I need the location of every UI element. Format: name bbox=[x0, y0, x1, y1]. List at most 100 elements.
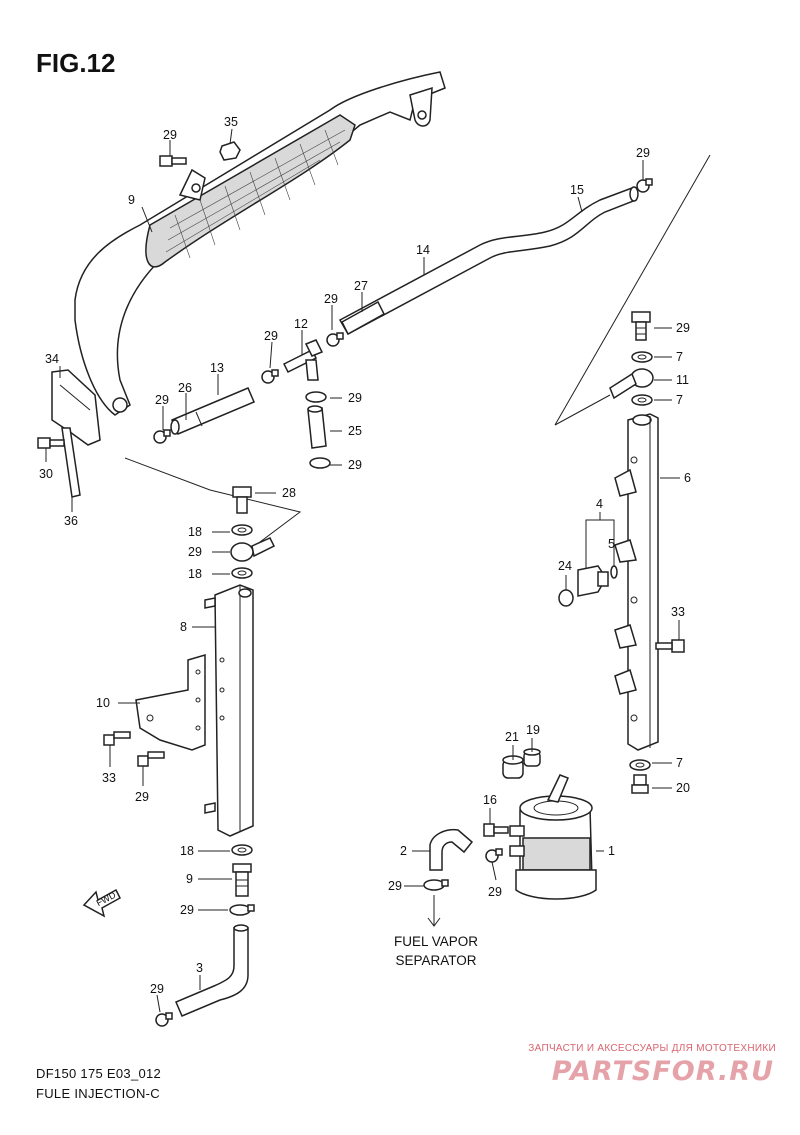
callout-29-g: 29 bbox=[180, 903, 194, 917]
watermark-brand: PARTSFOR.RU bbox=[551, 1056, 774, 1087]
washer-18-top[interactable] bbox=[231, 524, 253, 536]
callout-29-i: 29 bbox=[388, 879, 402, 893]
down-arrow-icon bbox=[427, 895, 441, 927]
bolt-30[interactable] bbox=[137, 751, 165, 767]
fuel-rail-right-6[interactable] bbox=[614, 413, 659, 751]
model-code: DF150 175 E03_012 bbox=[36, 1066, 162, 1081]
strap-part[interactable] bbox=[61, 427, 81, 498]
cover-bracket-part[interactable] bbox=[74, 71, 446, 416]
callout-29-f: 29 bbox=[348, 458, 362, 472]
reference-lines bbox=[124, 154, 711, 549]
callout-9: 9 bbox=[186, 872, 193, 886]
callout-29-b: 29 bbox=[264, 329, 278, 343]
clamp-29-h[interactable] bbox=[155, 1012, 173, 1027]
callout-13: 9 bbox=[128, 193, 135, 207]
washer-7-top[interactable] bbox=[631, 351, 653, 363]
figure-caption: FULE INJECTION-C bbox=[36, 1086, 160, 1101]
callout-25: 27 bbox=[354, 279, 368, 293]
callout-6: 6 bbox=[684, 471, 691, 485]
callout-18-b: 18 bbox=[188, 567, 202, 581]
banjo-bolt-27[interactable] bbox=[631, 311, 651, 341]
union-11[interactable] bbox=[609, 368, 654, 400]
callout-30: 29 bbox=[135, 790, 149, 804]
callout-29-e: 29 bbox=[348, 391, 362, 405]
callout-29-c: 29 bbox=[324, 292, 338, 306]
callout-12: 12 bbox=[294, 317, 308, 331]
callout-26: 28 bbox=[282, 486, 296, 500]
bolt-17[interactable] bbox=[483, 823, 509, 837]
annotation-line-2: SEPARATOR bbox=[395, 953, 477, 968]
callout-29-j: 29 bbox=[488, 885, 502, 899]
bent-hose-3[interactable] bbox=[175, 924, 249, 1017]
figure-title: FIG.12 bbox=[36, 48, 116, 78]
callout-18-c: 18 bbox=[180, 844, 194, 858]
callout-18-a: 18 bbox=[188, 525, 202, 539]
annotation-line-1: FUEL VAPOR bbox=[393, 934, 479, 949]
small-hose-23[interactable] bbox=[307, 405, 327, 449]
callout-11: 11 bbox=[676, 373, 689, 387]
callout-17: 16 bbox=[483, 793, 497, 807]
callout-4: 4 bbox=[596, 497, 603, 511]
callout-36: 35 bbox=[224, 115, 238, 129]
banjo-union-28[interactable] bbox=[230, 537, 276, 562]
fitting-9[interactable] bbox=[232, 863, 252, 897]
short-hose-14[interactable] bbox=[170, 387, 255, 435]
hose-2[interactable] bbox=[429, 828, 474, 871]
bracket-plate-part[interactable] bbox=[51, 369, 101, 446]
banjo-bolt-26[interactable] bbox=[232, 486, 252, 514]
fuel-rail-left-8[interactable] bbox=[204, 584, 254, 837]
clamp-29-d[interactable] bbox=[305, 391, 327, 403]
clamp-29-a[interactable] bbox=[153, 429, 171, 444]
clamp-29-f[interactable] bbox=[636, 178, 653, 193]
callout-labels: 9 29 35 34 30 36 29 26 13 29 12 29 27 14… bbox=[39, 115, 691, 996]
nut-36[interactable] bbox=[219, 141, 241, 161]
clamp-29-c[interactable] bbox=[326, 332, 344, 347]
washer-7-bottom[interactable] bbox=[629, 759, 651, 771]
callout-24: 26 bbox=[178, 381, 192, 395]
callout-19: 19 bbox=[526, 723, 540, 737]
plug-20[interactable] bbox=[631, 774, 649, 794]
washer-18-bottom[interactable] bbox=[231, 844, 253, 856]
washer-18-mid[interactable] bbox=[231, 567, 253, 579]
callout-28: 29 bbox=[188, 545, 202, 559]
washer-7-mid[interactable] bbox=[631, 394, 653, 406]
callout-7-c: 7 bbox=[676, 756, 683, 770]
leader-lines bbox=[45, 128, 680, 1013]
callout-16: 15 bbox=[570, 183, 584, 197]
callout-7-a: 7 bbox=[676, 350, 683, 364]
bolt-33[interactable] bbox=[103, 731, 131, 746]
fuel-hose-long[interactable] bbox=[338, 186, 639, 336]
bolt-31[interactable] bbox=[159, 155, 187, 167]
o-ring-5[interactable] bbox=[610, 565, 618, 579]
bolt-32[interactable] bbox=[37, 437, 65, 449]
callout-33: 33 bbox=[102, 771, 116, 785]
callout-21: 21 bbox=[505, 730, 519, 744]
callout-34: 33 bbox=[671, 605, 685, 619]
callout-5: 5 bbox=[608, 537, 615, 551]
grommet-22[interactable] bbox=[558, 589, 574, 607]
callout-23: 25 bbox=[348, 424, 362, 438]
fuel-pump-1[interactable] bbox=[509, 774, 597, 900]
clamp-29-i[interactable] bbox=[423, 879, 449, 891]
callout-20: 20 bbox=[676, 781, 690, 795]
clamp-29-b[interactable] bbox=[261, 369, 279, 384]
callout-37: 36 bbox=[64, 514, 78, 528]
hose-sleeve-25[interactable] bbox=[341, 300, 385, 336]
t-joint-12[interactable] bbox=[282, 339, 324, 381]
bolt-34[interactable] bbox=[655, 639, 685, 653]
clamp-29-g[interactable] bbox=[229, 904, 255, 916]
callout-1: 1 bbox=[608, 844, 615, 858]
clamp-29-e[interactable] bbox=[309, 457, 331, 469]
callout-35: 34 bbox=[45, 352, 59, 366]
callout-22: 24 bbox=[558, 559, 572, 573]
clamp-29-j[interactable] bbox=[485, 848, 503, 863]
callout-32: 30 bbox=[39, 467, 53, 481]
callout-3: 3 bbox=[196, 961, 203, 975]
callout-2: 2 bbox=[400, 844, 407, 858]
callout-7-b: 7 bbox=[676, 393, 683, 407]
injector-4[interactable] bbox=[577, 565, 609, 597]
callout-14: 13 bbox=[210, 361, 224, 375]
bracket-10[interactable] bbox=[135, 653, 206, 751]
fwd-arrow-icon bbox=[82, 888, 121, 918]
